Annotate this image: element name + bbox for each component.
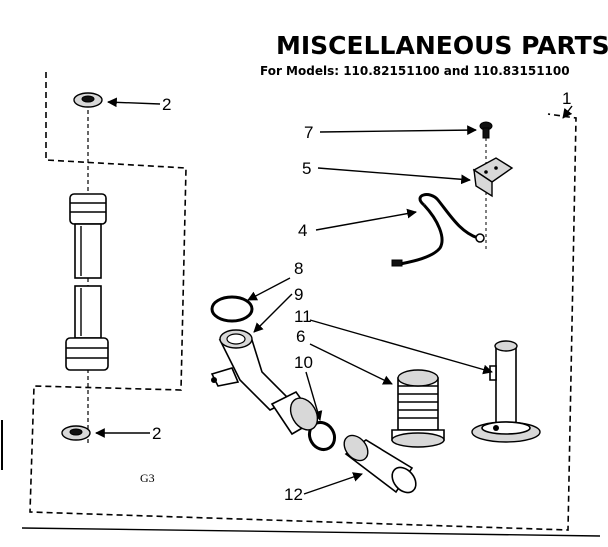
clip-part-5 <box>472 157 514 198</box>
callout-2-bottom: 2 <box>152 424 161 443</box>
leader-10 <box>305 371 323 421</box>
inlet-hose <box>65 193 109 371</box>
page-title: MISCELLANEOUS PARTS <box>276 31 608 60</box>
leader-4 <box>315 208 417 231</box>
callout-10: 10 <box>294 353 313 372</box>
callout-2-top: 2 <box>162 95 171 114</box>
bottom-rule <box>21 527 601 537</box>
leader-12 <box>303 472 363 495</box>
leader-9 <box>253 293 293 333</box>
callout-5: 5 <box>302 159 311 178</box>
leader-11 <box>309 319 493 375</box>
leader-6 <box>309 343 393 385</box>
leader-8 <box>247 277 291 301</box>
kit-boundary <box>29 72 577 531</box>
leader-2-top <box>107 97 161 108</box>
leader-7 <box>319 125 477 136</box>
tube-part-12 <box>343 434 417 494</box>
callout-7: 7 <box>304 123 313 142</box>
coupling-tube <box>270 390 319 436</box>
callout-9: 9 <box>294 285 303 304</box>
valve-part-6 <box>391 369 445 448</box>
callout-4: 4 <box>298 221 307 240</box>
standpipe-part-11 <box>471 340 541 443</box>
callout-6: 6 <box>296 327 305 346</box>
leader-1 <box>562 105 573 119</box>
gasket-part-8 <box>210 295 254 323</box>
elbow-part-9 <box>210 329 292 411</box>
model-subtitle: For Models: 110.82151100 and 110.8315110… <box>260 64 570 78</box>
callout-8: 8 <box>294 259 303 278</box>
leader-5 <box>317 167 471 185</box>
diagram-code: G3 <box>140 471 155 485</box>
callout-1: 1 <box>562 89 571 108</box>
washer-part-2-top <box>73 92 103 108</box>
washer-part-2-bottom <box>61 425 91 441</box>
screw-part-7 <box>479 121 493 139</box>
ground-wire-part-4 <box>391 193 485 267</box>
callout-12: 12 <box>284 485 303 504</box>
callout-11: 11 <box>294 307 312 326</box>
